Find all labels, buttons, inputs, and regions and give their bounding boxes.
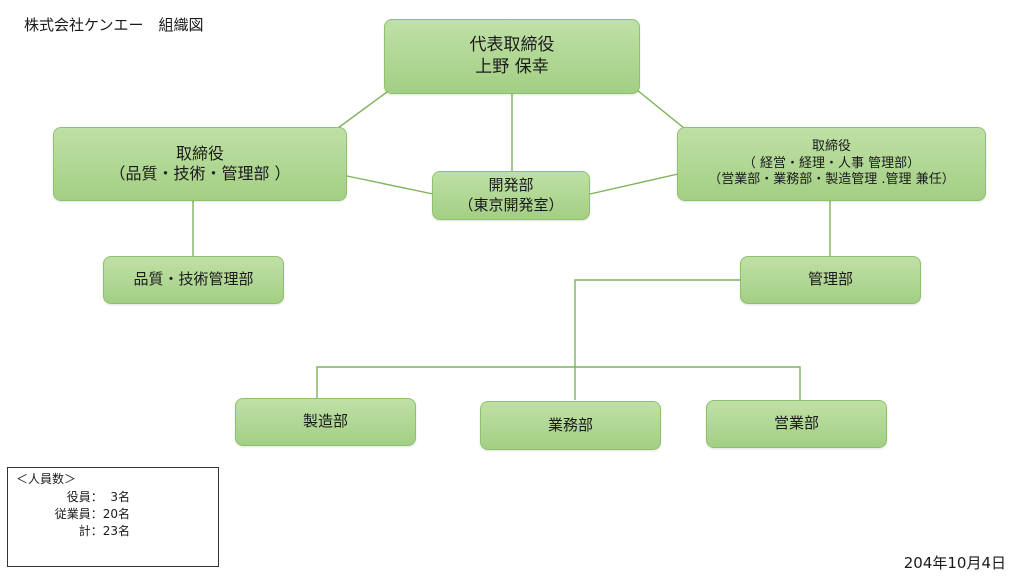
sales-dept-box: 営業部 (706, 400, 887, 448)
headcount-officers: 役員： 3名 (66, 490, 130, 504)
admin-dept-label: 管理部 (807, 270, 853, 289)
page-date: 204年10月4日 (903, 554, 1006, 572)
page-title: 株式会社ケンエー 組織図 (24, 16, 204, 34)
dev-dept-location: （東京開発室） (458, 195, 564, 214)
ceo-title: 代表取締役 (469, 34, 555, 55)
director-admin-box: 取締役 （ 経営・経理・人事 管理部） （営業部・業務部・製造管理 .管理 兼任… (677, 127, 986, 201)
dev-dept-title: 開発部 (488, 176, 534, 195)
headcount-employees: 従業員：20名 (54, 507, 130, 521)
director-quality-title: 取締役 (175, 143, 224, 163)
business-dept-box: 業務部 (480, 401, 661, 450)
business-dept-label: 業務部 (547, 415, 593, 434)
connector-admin-dept-branch (574, 279, 741, 400)
ceo-box: 代表取締役 上野 保幸 (384, 19, 640, 94)
headcount-title: ＜人員数＞ (16, 472, 77, 486)
dev-dept-box: 開発部 （東京開発室） (432, 171, 590, 220)
ceo-name: 上野 保幸 (475, 56, 549, 77)
director-quality-box: 取締役 （品質・技術・管理部 ） (53, 127, 347, 201)
connector-director-admin-dev (589, 173, 679, 195)
director-admin-concurrent: （営業部・業務部・製造管理 .管理 兼任） (708, 172, 955, 188)
connector-ceo-director-quality (337, 91, 388, 129)
connector-ceo-director-admin (636, 89, 685, 129)
admin-dept-box: 管理部 (740, 256, 921, 304)
quality-dept-box: 品質・技術管理部 (103, 256, 284, 304)
director-quality-scope: （品質・技術・管理部 ） (109, 164, 291, 183)
headcount-total: 計：23名 (78, 524, 130, 538)
quality-dept-label: 品質・技術管理部 (133, 270, 254, 289)
sales-dept-label: 営業部 (773, 414, 819, 433)
connector-director-quality-dev (346, 175, 434, 195)
manufacturing-dept-label: 製造部 (302, 412, 348, 431)
headcount-panel: ＜人員数＞ 役員： 3名 従業員：20名 計：23名 (7, 467, 219, 567)
director-admin-title: 取締役 (811, 139, 851, 155)
connector-branch-horizontal (316, 366, 801, 401)
director-admin-scope: （ 経営・経理・人事 管理部） (742, 155, 921, 171)
manufacturing-dept-box: 製造部 (235, 398, 416, 446)
